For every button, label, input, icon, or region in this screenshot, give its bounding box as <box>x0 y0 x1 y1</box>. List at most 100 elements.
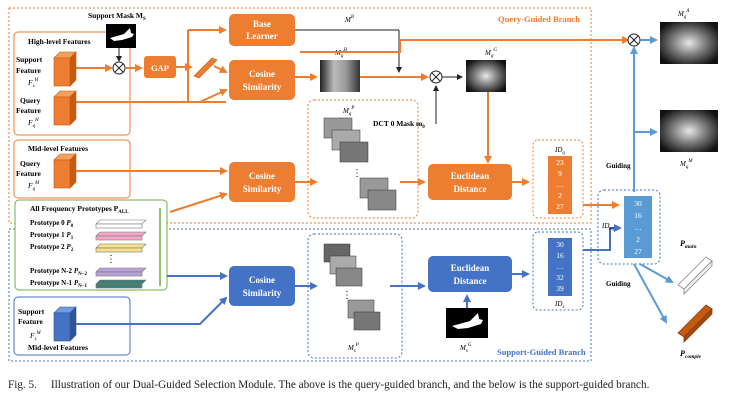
high-level-features-title: High-level Features <box>28 37 91 46</box>
prototype-label: Prototype 1 P1 <box>30 231 74 241</box>
support-feature-label-b2: Feature <box>18 317 44 326</box>
query-feature-symbol: FqH <box>27 118 39 129</box>
support-prototypes-stack-box <box>307 233 403 359</box>
guiding-label-top: Guiding <box>606 162 631 170</box>
ids-value: 30 <box>556 240 564 249</box>
pcomple-bar <box>677 304 713 343</box>
cosine-similarity-block-2 <box>229 162 295 202</box>
prototype-bar-face <box>95 247 143 253</box>
cosine-label-3: Cosine <box>249 275 275 285</box>
cosine-label-2b: Similarity <box>243 184 282 194</box>
prototype-bar <box>95 267 147 273</box>
support-to-cosine3-arrow <box>76 296 228 325</box>
gap-label: GAP <box>151 63 169 73</box>
query-feature-label-2: Feature <box>16 106 42 115</box>
mid-query-cube <box>53 153 77 189</box>
query-branch-label: Query-Guided Branch <box>498 14 580 24</box>
figure-caption: Fig. 5. Illustration of our Dual-Guided S… <box>8 379 744 391</box>
query-prototype-maps <box>323 117 397 211</box>
mp-support-label: MsP <box>347 343 359 354</box>
cosine-label-1: Cosine <box>249 69 275 79</box>
idq-box <box>532 139 584 219</box>
guiding-label-bottom: Guiding <box>606 280 631 288</box>
euclid-label-1b: Distance <box>454 184 487 194</box>
prototype-label: Prototype N-1 PN−1 <box>30 279 88 289</box>
cosine-label-3b: Similarity <box>243 288 282 298</box>
high-level-features-box <box>13 31 131 136</box>
support-feature-label: Support <box>16 55 43 64</box>
idq-value: 9 <box>558 169 562 178</box>
mg-heatmap <box>466 60 506 92</box>
caption-label: Fig. 5. <box>8 379 37 391</box>
ids-value: … <box>556 262 564 271</box>
prototypes-to-cosine-arrow <box>169 192 228 213</box>
idsq-box <box>597 189 661 265</box>
query-prototypes-stack-box <box>307 99 419 219</box>
cosine-label-2: Cosine <box>249 171 275 181</box>
query-maps-ellipsis: ⋮ <box>352 168 362 179</box>
idsq-label: IDsq <box>601 222 614 232</box>
mid-level-support-box <box>13 296 131 356</box>
support-feature-symbol: FsH <box>27 78 39 89</box>
query-feature-label: Query <box>20 96 41 105</box>
prototype-label: Prototype 2 P2 <box>30 243 74 253</box>
prototype-ellipsis: ⋮ <box>106 254 116 265</box>
ids-value: 39 <box>556 284 564 293</box>
all-prototypes-title: All Frequency Prototypes PALL <box>30 204 129 215</box>
prototype-list: Prototype 0 P0 Prototype 1 P1 Prototype 2 … <box>30 219 147 289</box>
prototype-bar <box>95 243 147 249</box>
idq-label: IDq <box>554 146 565 156</box>
prototype-bar <box>95 219 147 225</box>
idsq-values: 30 16 … 2 27 <box>634 199 642 256</box>
prototype-bar-face <box>95 223 143 229</box>
output-a-image <box>660 22 718 64</box>
ids-value: 16 <box>556 251 564 260</box>
multiply-icon <box>112 61 126 75</box>
ids-to-idsq-arrow <box>583 224 622 251</box>
support-mask-label: Support Mask MS <box>88 11 146 22</box>
mid-level-title: Mid-level Features <box>28 144 88 153</box>
base-learner-block <box>229 14 295 46</box>
ids-box <box>532 231 584 311</box>
prototype-bar <box>95 279 147 285</box>
cosine-similarity-block-3 <box>229 266 295 306</box>
idq-value: 27 <box>556 202 564 211</box>
caption-text: Illustration of our Dual-Guided Selectio… <box>50 379 650 391</box>
support-branch-label: Support-Guided Branch <box>497 347 586 357</box>
idq-list-bg <box>548 156 572 214</box>
idq-values: 23 9 … 2 27 <box>556 158 564 211</box>
top-path-to-output <box>300 36 630 53</box>
dct-mask-label: DCT 0 Mask m0 <box>373 119 425 130</box>
mid-query-label: Query <box>20 159 41 168</box>
mh-label: MqH <box>334 48 347 59</box>
support-feature-label-2: Feature <box>16 66 42 75</box>
pmain-bar <box>677 256 713 295</box>
query-to-cosine-arrow-2 <box>199 88 228 103</box>
mid-query-label-2: Feature <box>16 169 42 178</box>
gap-block <box>144 56 176 78</box>
guiding-to-pcomple-arrow <box>633 263 667 324</box>
pcomple-label: Pcomple <box>680 349 702 360</box>
output-m-label: MqM <box>679 159 693 170</box>
support-mask-image <box>106 24 136 48</box>
multiply-icon-2 <box>429 70 443 84</box>
mid-query-symbol: FqM <box>27 181 40 192</box>
cosine-similarity-block-1 <box>229 60 295 100</box>
idsq-value: 27 <box>634 247 642 256</box>
euclid-label-2b: Distance <box>454 276 487 286</box>
support-mid-symbol: FsM <box>29 331 42 342</box>
euclidean-distance-block-1 <box>428 164 512 200</box>
idsq-value: 30 <box>634 199 642 208</box>
support-prototype-maps <box>323 243 381 331</box>
output-m-image <box>660 110 718 152</box>
euclidean-distance-block-2 <box>428 256 512 292</box>
prototype-bar-face <box>95 271 143 277</box>
ids-values: 30 16 … 32 39 <box>556 240 564 293</box>
idsq-value: 16 <box>634 211 642 220</box>
prototype-label: Prototype 0 P0 <box>30 219 74 229</box>
idsq-value: 2 <box>636 235 640 244</box>
prototype-bar-face <box>95 283 143 289</box>
pmain-label: Pmain <box>680 239 697 250</box>
mgs-label: MsG <box>459 343 472 354</box>
